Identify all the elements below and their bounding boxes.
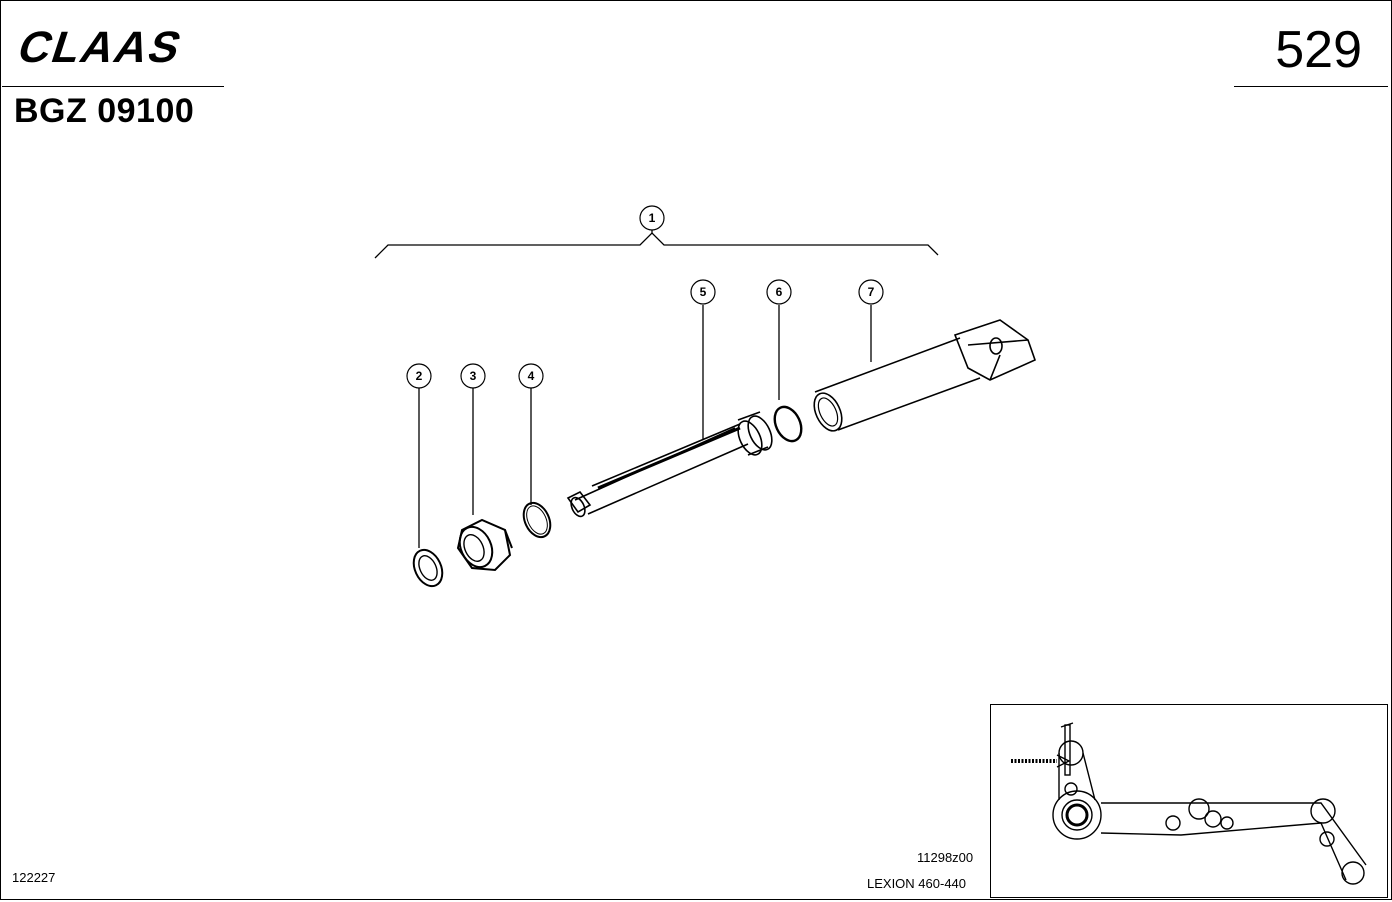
svg-text:CLAAS: CLAAS — [14, 22, 189, 68]
assembly-brace — [374, 232, 939, 259]
part-2-ring — [412, 548, 444, 588]
header-rule-left — [2, 86, 224, 87]
callout-6: 6 — [766, 279, 792, 305]
part-4-o-ring — [522, 501, 552, 539]
claas-logo: CLAAS — [14, 22, 189, 68]
part-3-nut — [456, 518, 513, 572]
part-7-cylinder — [813, 319, 1036, 432]
callout-5: 5 — [690, 279, 716, 305]
drawing-reference: 11298z00 — [917, 850, 974, 865]
callout-6-label: 6 — [776, 285, 783, 299]
callout-4: 4 — [518, 363, 544, 389]
location-inset — [990, 704, 1388, 898]
machine-model: LEXION 460-440 — [867, 876, 967, 891]
callout-5-label: 5 — [700, 285, 707, 299]
part-5-rod — [566, 411, 773, 518]
header-rule-right — [1234, 86, 1388, 87]
page-number: 529 — [1275, 21, 1362, 79]
callout-4-label: 4 — [528, 369, 535, 383]
callout-2: 2 — [406, 363, 432, 389]
inset-diagram — [1011, 722, 1367, 885]
callout-7: 7 — [858, 279, 884, 305]
part-6-o-ring — [773, 405, 803, 443]
page-id-number: 122227 — [12, 870, 56, 885]
callout-2-label: 2 — [416, 369, 423, 383]
callout-1: 1 — [639, 205, 665, 231]
document-code: BGZ 09100 — [14, 92, 195, 130]
callout-3-label: 3 — [470, 369, 477, 383]
callout-7-label: 7 — [868, 285, 875, 299]
callout-1-label: 1 — [649, 211, 656, 225]
callout-3: 3 — [460, 363, 486, 389]
